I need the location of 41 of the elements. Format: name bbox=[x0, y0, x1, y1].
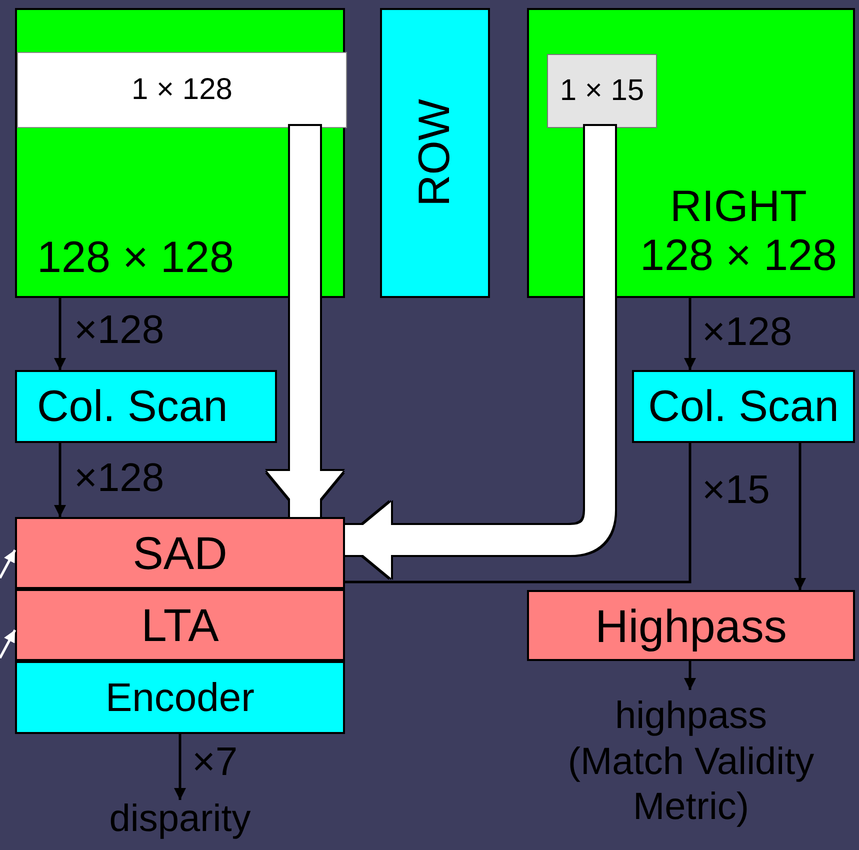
row-strip bbox=[17, 52, 347, 128]
node-label: ROW bbox=[413, 99, 457, 207]
node-label: 128 × 128 bbox=[640, 232, 837, 280]
node-label: RIGHT bbox=[670, 183, 807, 232]
arrow bbox=[794, 443, 806, 590]
block-arrow bbox=[267, 126, 343, 517]
edge-label: ×15 bbox=[702, 470, 770, 510]
edge-label: ×128 bbox=[702, 312, 792, 352]
connector-line bbox=[345, 443, 692, 584]
node-label: Col. Scan bbox=[648, 384, 839, 428]
filter-block bbox=[527, 590, 855, 661]
node-label: 1 × 128 bbox=[132, 75, 232, 105]
scan-block bbox=[632, 370, 855, 443]
node-label: 1 × 15 bbox=[560, 76, 644, 106]
scan-block bbox=[15, 370, 277, 443]
arrow bbox=[684, 661, 696, 690]
arrow bbox=[54, 298, 66, 370]
node-label: Encoder bbox=[106, 678, 254, 718]
block-arrow bbox=[345, 126, 615, 578]
arrow bbox=[0, 549, 16, 579]
row-block bbox=[380, 8, 490, 298]
window-strip bbox=[547, 54, 657, 128]
edge-label: ×128 bbox=[74, 310, 164, 350]
image-block bbox=[15, 8, 345, 298]
arrow bbox=[0, 629, 16, 659]
node-label: highpass bbox=[614, 694, 768, 739]
node-label: disparity bbox=[109, 800, 251, 838]
node-label: (Match Validity Metric) bbox=[566, 740, 816, 830]
edge-label: ×128 bbox=[74, 458, 164, 498]
node-label: Col. Scan bbox=[37, 384, 228, 428]
node-label: SAD bbox=[132, 530, 228, 576]
arrow bbox=[54, 443, 66, 517]
process-block bbox=[15, 517, 345, 589]
arrow bbox=[684, 298, 696, 370]
node-label: 128 × 128 bbox=[37, 236, 234, 280]
process-block bbox=[15, 589, 345, 661]
edge-label: ×7 bbox=[192, 742, 238, 782]
node-label: LTA bbox=[141, 602, 219, 648]
arrow bbox=[174, 734, 186, 800]
image-block bbox=[527, 8, 855, 298]
encoder-block bbox=[15, 661, 345, 734]
